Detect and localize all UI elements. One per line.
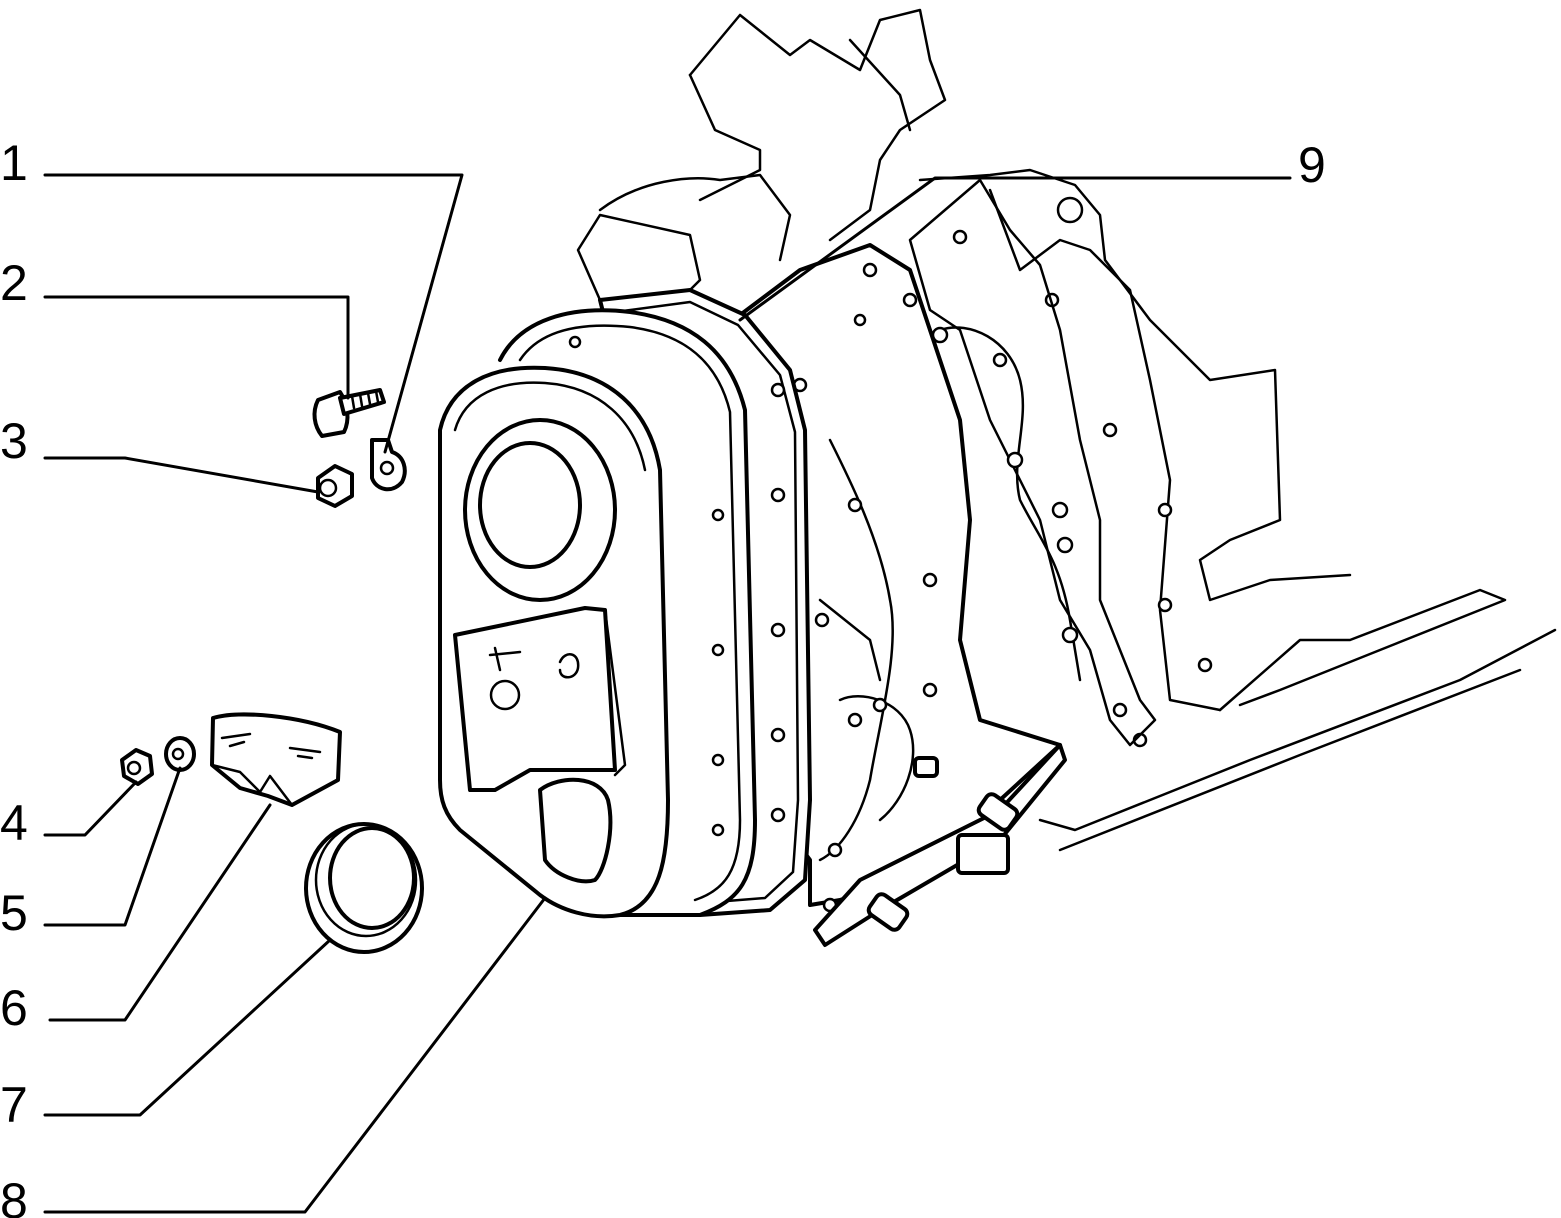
engine-block-icon <box>576 8 1557 852</box>
leader-line-7 <box>43 938 332 1117</box>
leader-line-4 <box>43 780 138 837</box>
lock-tab-washer-icon <box>370 438 407 492</box>
callout-number-4: 4 <box>0 795 28 851</box>
leader-line-9 <box>738 176 1292 322</box>
callout-labels: 1 2 3 4 5 6 7 8 9 <box>0 135 1326 1218</box>
callout-number-8: 8 <box>0 1173 28 1218</box>
leader-line-8 <box>43 896 547 1214</box>
washer-icon <box>164 736 196 772</box>
leader-lines <box>43 173 1292 1214</box>
leader-line-1 <box>43 173 464 454</box>
nut-icon <box>316 464 354 508</box>
callout-number-6: 6 <box>0 980 28 1036</box>
leader-line-6 <box>48 803 272 1022</box>
bolt-icon <box>312 388 386 438</box>
callout-number-7: 7 <box>0 1077 28 1133</box>
leader-line-5 <box>43 766 182 927</box>
callout-number-9: 9 <box>1298 137 1326 193</box>
callout-number-2: 2 <box>0 255 28 311</box>
callout-number-1: 1 <box>0 135 28 191</box>
bracket-icon <box>210 712 342 807</box>
callout-number-5: 5 <box>0 885 28 941</box>
callout-number-3: 3 <box>0 413 28 469</box>
small-nut-icon <box>120 748 154 786</box>
leader-line-3 <box>43 456 320 494</box>
timing-belt-cover-icon <box>438 308 757 919</box>
oil-seal-ring-icon <box>304 822 424 954</box>
leader-line-2 <box>43 295 350 400</box>
